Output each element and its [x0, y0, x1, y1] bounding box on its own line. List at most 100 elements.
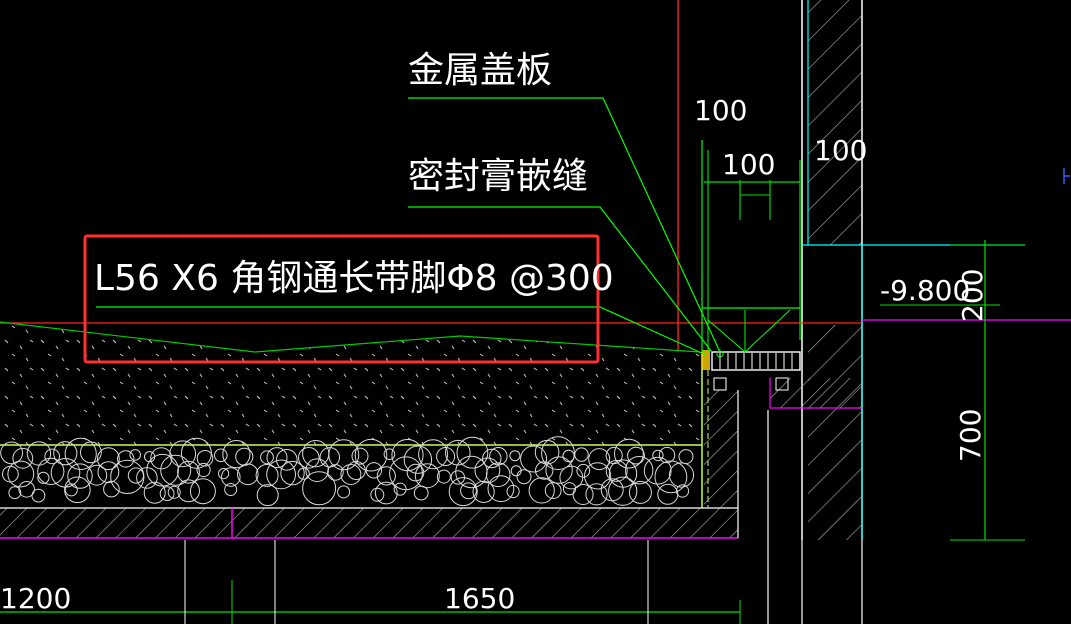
gravel-circle: [628, 480, 652, 504]
gravel-circle: [585, 483, 608, 506]
gravel-circle: [436, 469, 451, 484]
gravel-circle: [403, 445, 433, 474]
gravel-circle: [365, 462, 383, 479]
gravel-circle: [196, 462, 211, 478]
gravel-circle: [222, 440, 251, 469]
gravel-circle: [31, 488, 46, 503]
gravel-circle: [7, 460, 35, 488]
gravel-circle: [625, 456, 654, 485]
gravel-circle: [12, 447, 34, 469]
angle-steel-label: L56 X6 角钢通长带脚Φ8 @300: [94, 258, 614, 299]
gravel-circle: [159, 486, 175, 502]
gravel-circle: [383, 448, 396, 461]
retaining-wall: [801, 0, 1071, 540]
dimension-100-mid: 100: [722, 148, 775, 181]
gravel-circle: [235, 447, 254, 466]
gravel-circle: [328, 439, 360, 471]
gravel-layer: [0, 436, 695, 507]
gravel-circle: [608, 476, 638, 506]
gravel-circle: [80, 441, 102, 464]
dimension-200: 200: [956, 269, 989, 322]
gravel-circle: [535, 461, 554, 480]
gravel-circle: [668, 462, 695, 488]
gravel-circle: [224, 483, 238, 496]
gravel-circle: [472, 480, 495, 503]
gravel-circle: [406, 463, 425, 482]
gravel-circle: [562, 482, 577, 496]
gravel-circle: [127, 467, 144, 484]
gravel-circle: [103, 480, 120, 498]
gravel-circle: [97, 461, 120, 484]
gravel-circle: [169, 440, 197, 468]
gravel-circle: [487, 475, 515, 503]
gravel-circle: [237, 463, 259, 486]
gravel-circle: [376, 466, 396, 486]
gravel-circle: [509, 450, 521, 462]
gravel-circle: [64, 476, 91, 504]
highlight-box: [83, 234, 600, 364]
gravel-circle: [67, 463, 93, 489]
gravel-circle: [280, 460, 305, 486]
gravel-circle: [110, 459, 145, 494]
dimension-lines: [0, 181, 1025, 624]
gravel-circle: [584, 462, 612, 490]
metal-cover-plate: [702, 350, 801, 391]
gravel-circle: [541, 436, 575, 471]
gravel-circle: [414, 463, 440, 489]
metal-cover-label: 金属盖板: [408, 50, 552, 91]
gravel-circle: [354, 438, 388, 472]
gravel-circle: [393, 482, 407, 496]
gravel-circle: [520, 445, 548, 473]
leader-lines: [96, 97, 724, 358]
gravel-circle: [266, 459, 297, 490]
gravel-circle: [474, 457, 501, 484]
gravel-circle: [143, 481, 166, 504]
gravel-circle: [374, 481, 398, 505]
gravel-circle: [418, 439, 449, 470]
gravel-circle: [97, 447, 120, 471]
gravel-circle: [346, 461, 366, 480]
gravel-circle: [276, 449, 298, 471]
gravel-circle: [266, 447, 288, 469]
gravel-circle: [351, 447, 369, 465]
dimension-100-right: 100: [814, 134, 867, 167]
gravel-circle: [167, 485, 181, 499]
joint-lines: [701, 140, 801, 353]
gravel-circle: [652, 449, 664, 462]
gravel-circle: [340, 464, 362, 485]
gravel-circle: [44, 448, 61, 465]
gravel-circle: [370, 487, 385, 502]
gravel-circle: [146, 453, 179, 487]
gravel-circle: [150, 447, 173, 470]
gravel-circle: [574, 447, 589, 462]
gravel-circle: [196, 450, 214, 467]
gravel-circle: [562, 449, 575, 463]
gravel-circle: [576, 463, 591, 478]
gravel-circle: [177, 460, 200, 484]
gravel-circle: [8, 486, 22, 500]
gravel-circle: [297, 467, 310, 480]
dimension-700: 700: [954, 409, 987, 462]
gravel-circle: [678, 449, 694, 465]
edge-mark: [1063, 168, 1070, 184]
gravel-circle: [544, 482, 562, 500]
gravel-circle: [50, 458, 81, 488]
gravel-circle: [160, 454, 192, 486]
bottom-slab: [0, 390, 739, 539]
gravel-circle: [53, 441, 78, 466]
gravel-circle: [614, 438, 644, 469]
gravel-circle: [608, 459, 638, 488]
gravel-circle: [298, 447, 320, 469]
gravel-circle: [302, 471, 337, 506]
gravel-circle: [37, 457, 65, 485]
gravel-circle: [218, 468, 230, 480]
gravel-circle: [255, 463, 279, 487]
gravel-circle: [337, 485, 351, 499]
gravel-circle: [627, 446, 645, 465]
dimension-1650: 1650: [444, 582, 515, 615]
gravel-circle: [18, 481, 36, 498]
gravel-circle: [221, 467, 241, 487]
gravel-circle: [657, 483, 679, 505]
gravel-circle: [129, 449, 141, 461]
